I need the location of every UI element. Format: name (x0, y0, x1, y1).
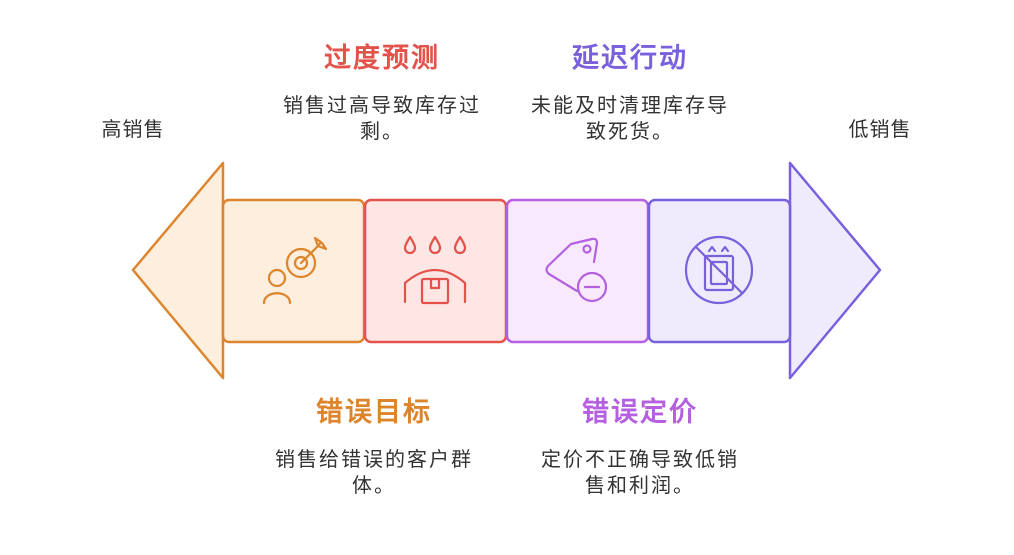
package-box (420, 277, 450, 305)
target-inner-ring (293, 255, 309, 271)
description-line: 体。 (352, 475, 396, 497)
description-line: 销售过高导致库存过 (283, 95, 481, 117)
description-line: 剩。 (360, 121, 404, 143)
callout-description: 定价不正确导致低销 售和利润。 (520, 447, 760, 499)
callout-overforecast: 过度预测 销售过高导致库存过 剩。 (262, 42, 502, 152)
high-sales-label: 高销售 (101, 119, 165, 141)
callout-title: 过度预测 (324, 43, 440, 73)
dart-fletching (313, 236, 328, 251)
dart-shaft (299, 244, 320, 265)
prohibited-ring (684, 235, 754, 305)
callout-mistargeting: 错误目标 销售给错误的客户群 体。 (254, 396, 494, 506)
left-arrowhead (131, 161, 225, 380)
no-stock-icon (684, 235, 754, 305)
segment-box-mistargeting (221, 198, 366, 344)
price-tag-minus-icon (545, 237, 608, 303)
overstock-icon (403, 235, 467, 305)
description-line: 售和利润。 (585, 475, 695, 497)
segment-box-mispricing (505, 198, 650, 344)
stock-chevrons (707, 245, 730, 253)
callout-description: 未能及时清理库存导 致死货。 (510, 93, 750, 145)
person-head (267, 268, 287, 288)
callout-title: 延迟行动 (572, 43, 688, 73)
callout-title: 错误目标 (316, 397, 432, 427)
callout-mispricing: 错误定价 定价不正确导致低销 售和利润。 (520, 396, 760, 506)
description-line: 致死货。 (586, 121, 674, 143)
callout-description: 销售给错误的客户群 体。 (254, 447, 494, 499)
prohibited-slash (694, 245, 744, 295)
description-line: 定价不正确导致低销 (541, 449, 739, 471)
price-tag-hole (582, 244, 592, 254)
person-shoulders (262, 292, 292, 305)
drop-right (453, 235, 467, 255)
stock-box-inner (709, 260, 729, 286)
price-tag-outline (545, 237, 599, 293)
drop-left (403, 235, 417, 255)
right-arrowhead (788, 161, 882, 380)
description-line: 销售给错误的客户群 (275, 449, 473, 471)
minus-circle (576, 271, 608, 303)
description-line: 未能及时清理库存导 (531, 95, 729, 117)
drop-middle (428, 235, 442, 255)
callout-description: 销售过高导致库存过 剩。 (262, 93, 502, 145)
callout-title: 错误定价 (582, 397, 698, 427)
callout-delayed-action: 延迟行动 未能及时清理库存导 致死货。 (510, 42, 750, 152)
stock-box (703, 254, 735, 292)
target-outer-ring (285, 247, 317, 279)
shelter-arch (403, 269, 467, 304)
person-target-icon (262, 236, 328, 305)
package-tape (429, 277, 441, 290)
low-sales-label: 低销售 (848, 119, 912, 141)
